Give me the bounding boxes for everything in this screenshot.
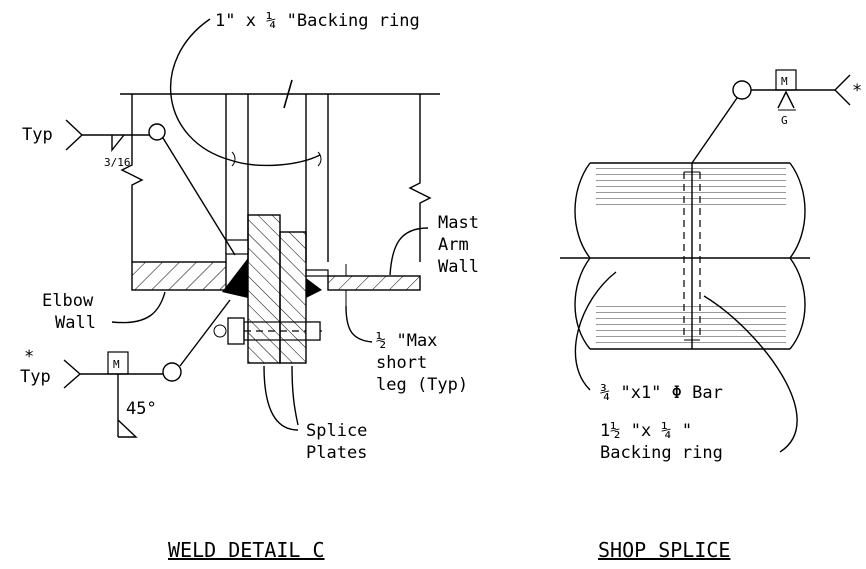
wall-label: Wall (438, 257, 479, 277)
shop-splice: M G * ¾ "x1" Φ Bar 1½ "x ¼ " Backing rin… (560, 69, 862, 562)
backing-ring-size-label: 1½ "x ¼ " (600, 421, 692, 441)
arm-label: Arm (438, 235, 469, 255)
fillet-size-label: 3/16 (104, 156, 131, 169)
backing-ring-right-label: Backing ring (600, 443, 723, 463)
asterisk-left: * (24, 347, 34, 367)
backing-ring-label: 1" x ¼ "Backing ring (215, 11, 420, 31)
max-leg-label: ½ "Max (376, 331, 437, 351)
short-label: short (376, 353, 427, 373)
typ-bottom-label: Typ (20, 367, 51, 387)
splice-label: Splice (306, 421, 367, 441)
elbow-label: Elbow (42, 291, 94, 311)
g-symbol: G (781, 114, 788, 127)
bar-label: ¾ "x1" Φ Bar (600, 383, 723, 403)
elbow-wall-label: Wall (55, 313, 96, 333)
typ-top-label: Typ (22, 125, 53, 145)
angle-label: 45° (126, 399, 157, 419)
weld-detail-title: WELD DETAIL C (168, 538, 325, 562)
mast-label: Mast (438, 213, 479, 233)
asterisk-right: * (852, 81, 862, 101)
m-symbol-right: M (781, 75, 788, 88)
shop-splice-title: SHOP SPLICE (598, 538, 730, 562)
plates-label: Plates (306, 443, 367, 463)
m-symbol-left: M (113, 358, 120, 371)
leg-typ-label: leg (Typ) (376, 375, 468, 395)
weld-detail-c: 1" x ¼ "Backing ring Typ 3/16 Mast Arm W… (20, 11, 479, 562)
